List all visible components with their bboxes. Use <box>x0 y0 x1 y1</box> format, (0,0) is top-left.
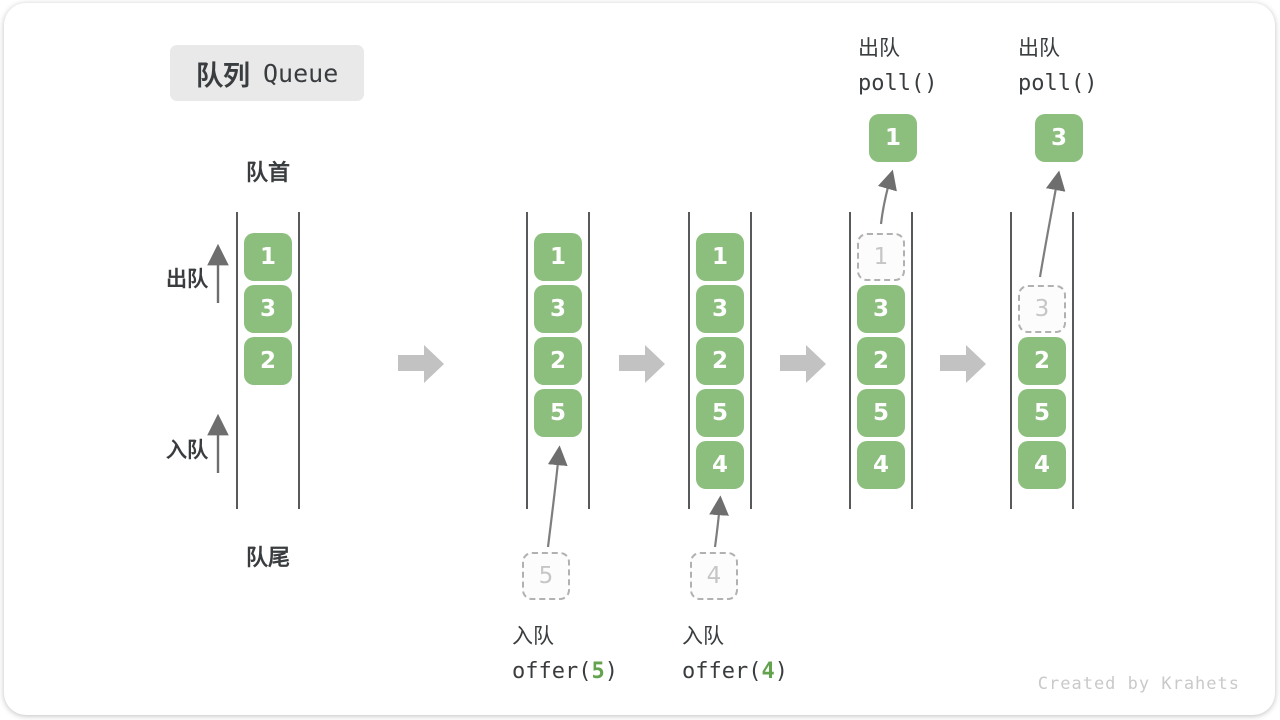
op-label-offer-4: 入队 offer(4) <box>682 620 788 684</box>
queue-wall-right-state-poll-1 <box>911 212 913 509</box>
op-code-label: offer(5) <box>512 659 618 684</box>
op-chinese-label: 出队 <box>1018 36 1060 60</box>
queue-front-label: 队首 <box>245 161 290 186</box>
diagram-card <box>4 3 1275 715</box>
queue-cell-1-state-after-offer-5: 1 <box>534 233 582 281</box>
title-box: 队列 Queue <box>170 45 365 101</box>
queue-cell-4-state-after-offer-4: 4 <box>696 441 744 489</box>
queue-cell-4-state-poll-3: 4 <box>1018 441 1066 489</box>
queue-cell-1-state-after-offer-4: 1 <box>696 233 744 281</box>
queue-cell-3-state-after-offer-5: 3 <box>534 285 582 333</box>
op-code-label: offer(4) <box>682 659 788 684</box>
queue-cell-2-state-poll-3: 2 <box>1018 337 1066 385</box>
op-label-poll-1: 出队 poll() <box>858 32 937 96</box>
op-label-offer-5: 入队 offer(5) <box>512 620 618 684</box>
queue-wall-left-state-after-offer-5 <box>526 212 528 509</box>
op-code-label: poll() <box>1018 71 1098 96</box>
dequeue-side-label: 出队 <box>166 267 208 291</box>
queue-cell-2-state-after-offer-5: 2 <box>534 337 582 385</box>
queue-cell-4-state-poll-1: 4 <box>857 441 905 489</box>
polled-cell-3: 3 <box>1035 114 1083 162</box>
queue-cell-1-state-initial: 1 <box>244 233 292 281</box>
incoming-cell-4: 4 <box>690 552 738 600</box>
queue-wall-left-state-after-offer-4 <box>688 212 690 509</box>
op-chinese-label: 入队 <box>512 624 554 648</box>
op-code-label: poll() <box>858 71 938 96</box>
queue-cell-5-state-after-offer-4: 5 <box>696 389 744 437</box>
queue-cell-2-state-after-offer-4: 2 <box>696 337 744 385</box>
polled-cell-1: 1 <box>869 114 917 162</box>
queue-cell-2-state-initial: 2 <box>244 337 292 385</box>
incoming-cell-5: 5 <box>522 552 570 600</box>
queue-wall-right-state-after-offer-5 <box>588 212 590 509</box>
queue-wall-left-state-poll-3 <box>1010 212 1012 509</box>
queue-cell-5-state-poll-3: 5 <box>1018 389 1066 437</box>
queue-cell-3-state-poll-3: 3 <box>1018 285 1066 333</box>
enqueue-side-label: 入队 <box>166 438 208 462</box>
queue-cell-5-state-poll-1: 5 <box>857 389 905 437</box>
queue-wall-right-state-after-offer-4 <box>750 212 752 509</box>
watermark-credit: Created by Krahets <box>1037 674 1240 694</box>
queue-wall-left-state-initial <box>236 212 238 509</box>
queue-wall-left-state-poll-1 <box>849 212 851 509</box>
queue-wall-right-state-poll-3 <box>1072 212 1074 509</box>
queue-cell-3-state-after-offer-4: 3 <box>696 285 744 333</box>
op-chinese-label: 出队 <box>858 36 900 60</box>
queue-cell-1-state-poll-1: 1 <box>857 233 905 281</box>
op-chinese-label: 入队 <box>682 624 724 648</box>
op-label-poll-3: 出队 poll() <box>1018 32 1097 96</box>
queue-rear-label: 队尾 <box>245 546 290 571</box>
queue-cell-2-state-poll-1: 2 <box>857 337 905 385</box>
queue-wall-right-state-initial <box>298 212 300 509</box>
queue-cell-3-state-poll-1: 3 <box>857 285 905 333</box>
title-english: Queue <box>263 58 339 88</box>
queue-cell-3-state-initial: 3 <box>244 285 292 333</box>
title-chinese: 队列 <box>196 60 250 92</box>
queue-cell-5-state-after-offer-5: 5 <box>534 389 582 437</box>
